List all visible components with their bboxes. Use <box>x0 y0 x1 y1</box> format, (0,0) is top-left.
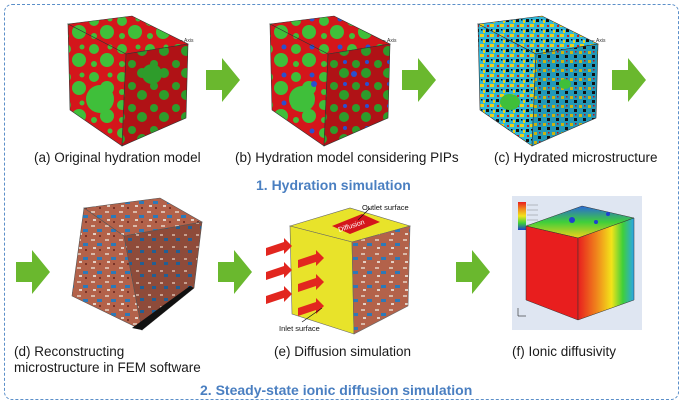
ionic-diffusivity-contour <box>512 196 642 330</box>
caption-e: (e) Diffusion simulation <box>274 344 412 359</box>
caption-d-line1: (d) Reconstructing <box>14 344 125 359</box>
caption-f: (f) Ionic diffusivity <box>512 344 617 359</box>
cube-original-hydration <box>67 15 189 147</box>
stage-title-diffusion: 2. Steady-state ionic diffusion simulati… <box>200 382 473 398</box>
cube-diffusion-simulation <box>266 207 412 335</box>
cube-pips-model <box>269 15 391 147</box>
axis-label-c: ⌐ Axis <box>592 38 606 44</box>
caption-b: (b) Hydration model considering PIPs <box>235 150 459 165</box>
figure-frame <box>4 4 679 400</box>
arrow-b-to-c <box>402 58 436 102</box>
axis-label-a: ⌐ Axis <box>180 38 194 44</box>
arrow-c-to-next <box>612 58 646 102</box>
label-outlet-surface: Outlet surface <box>362 203 409 212</box>
axis-label-b: ⌐ Axis <box>383 38 397 44</box>
arrow-e-to-f <box>456 250 490 294</box>
arrow-d-to-e <box>218 250 252 294</box>
stage-title-hydration: 1. Hydration simulation <box>256 177 411 193</box>
cube-hydrated-microstructure <box>477 15 599 147</box>
arrow-a-to-b <box>206 58 240 102</box>
caption-c: (c) Hydrated microstructure <box>494 150 658 165</box>
caption-d: (d) Reconstructing microstructure in FEM… <box>14 344 214 376</box>
caption-a: (a) Original hydration model <box>34 150 201 165</box>
label-inlet-surface: Inlet surface <box>279 324 320 333</box>
cube-fem-reconstruction <box>71 197 203 331</box>
caption-d-line2: microstructure in FEM software <box>14 360 201 375</box>
arrow-into-d <box>16 250 50 294</box>
